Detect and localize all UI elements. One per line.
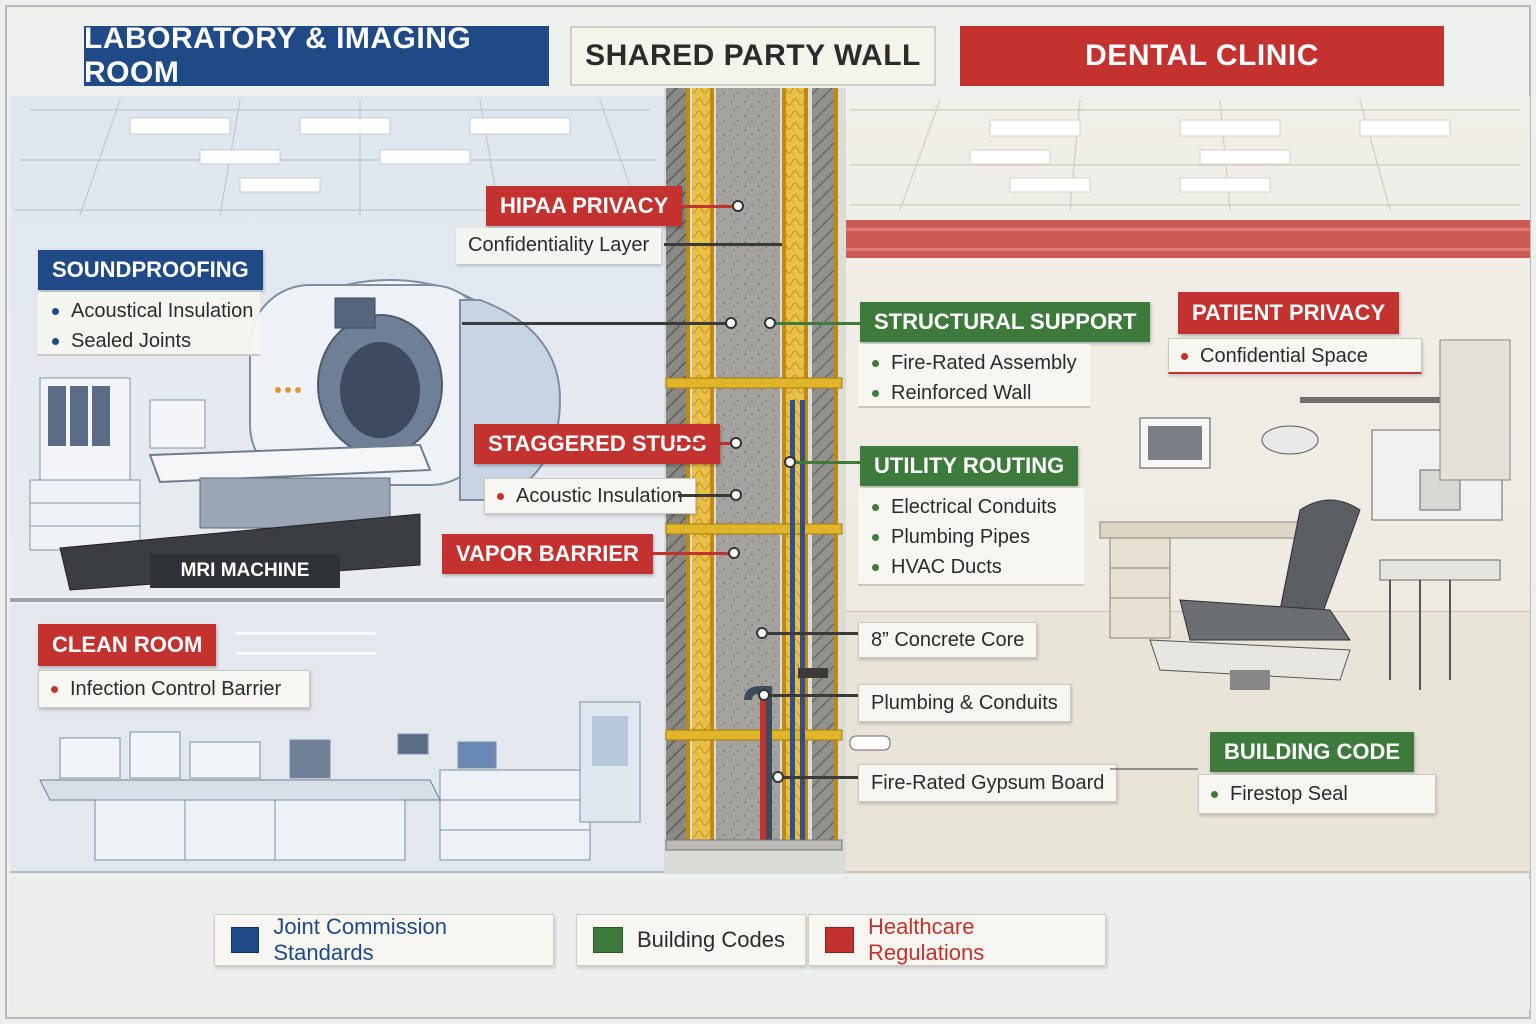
- utility-item: Electrical Conduits: [872, 492, 1070, 522]
- legend-label: Building Codes: [637, 927, 785, 952]
- plumbing-leader-line: [770, 694, 858, 697]
- concrete-core-note: 8” Concrete Core: [858, 622, 1038, 658]
- soundproofing-list: Acoustical Insulation Sealed Joints: [38, 292, 260, 356]
- bullet-icon: [51, 686, 58, 694]
- structural-leader-line: [776, 322, 860, 325]
- infection-control-note: Infection Control Barrier: [38, 670, 310, 708]
- hipaa-pin: [732, 200, 744, 212]
- header-shared-party-wall: SHARED PARTY WALL: [570, 26, 936, 86]
- legend-swatch-green: [593, 927, 623, 953]
- plumbing-pin: [758, 689, 770, 701]
- bullet-icon: [872, 360, 879, 368]
- legend-building-codes: Building Codes: [576, 914, 806, 966]
- clean-room-tag: CLEAN ROOM: [38, 624, 217, 666]
- hvac-ducts-label: HVAC Ducts: [891, 556, 1002, 578]
- bullet-icon: [872, 390, 879, 398]
- bullet-icon: [52, 338, 59, 346]
- utility-routing-list: Electrical Conduits Plumbing Pipes HVAC …: [858, 488, 1084, 586]
- bullet-icon: [497, 493, 504, 501]
- legend-label: Joint Commission Standards: [273, 914, 447, 965]
- soundproofing-item: Sealed Joints: [52, 326, 246, 356]
- utility-leader-line: [796, 461, 860, 464]
- vapor-barrier-tag: VAPOR BARRIER: [442, 534, 653, 574]
- confidentiality-layer-note: Confidentiality Layer: [456, 228, 662, 264]
- reinforced-wall-label: Reinforced Wall: [891, 382, 1032, 404]
- soundproofing-leader-line: [462, 322, 730, 325]
- bullet-icon: [1211, 791, 1218, 799]
- acoustical-insulation-label: Acoustical Insulation: [71, 300, 254, 322]
- bullet-icon: [52, 308, 59, 316]
- utility-item: Plumbing Pipes: [872, 522, 1070, 552]
- legend-healthcare-regulations: Healthcare Regulations: [808, 914, 1106, 966]
- concrete-pin: [756, 627, 768, 639]
- utility-item: HVAC Ducts: [872, 552, 1070, 582]
- infection-control-label: Infection Control Barrier: [70, 678, 282, 700]
- legend-label: Healthcare Regulations: [868, 914, 985, 965]
- legend-swatch-red: [825, 927, 855, 953]
- clean-room-rule-line: [236, 632, 376, 635]
- mri-machine-label: MRI MACHINE: [180, 560, 310, 581]
- hipaa-leader-line: [676, 205, 732, 208]
- legend-joint-commission: Joint Commission Standards: [214, 914, 554, 966]
- soundproofing-tag: SOUNDPROOFING: [38, 250, 263, 290]
- concrete-leader-line: [768, 632, 860, 635]
- bullet-icon: [872, 564, 879, 572]
- bullet-icon: [872, 504, 879, 512]
- building-code-tag: BUILDING CODE: [1210, 732, 1414, 772]
- bullet-icon: [872, 534, 879, 542]
- plumbing-conduits-note: Plumbing & Conduits: [858, 684, 1071, 722]
- acoustic-leader-line: [678, 494, 732, 497]
- sealed-joints-label: Sealed Joints: [71, 330, 192, 352]
- header-laboratory-imaging-room: LABORATORY & IMAGING ROOM: [84, 22, 549, 89]
- patient-privacy-tag: PATIENT PRIVACY: [1178, 292, 1400, 334]
- firestop-seal-note: Firestop Seal: [1198, 774, 1436, 814]
- electrical-conduits-label: Electrical Conduits: [891, 496, 1057, 518]
- confidentiality-leader-line: [664, 243, 782, 246]
- utility-pin: [784, 456, 796, 468]
- hipaa-privacy-tag: HIPAA PRIVACY: [486, 186, 683, 226]
- acoustic-pin: [730, 489, 742, 501]
- clean-room-rule-line: [236, 652, 376, 655]
- confidential-space-label: Confidential Space: [1200, 345, 1368, 367]
- vapor-leader-line: [644, 552, 730, 555]
- structural-item: Reinforced Wall: [872, 378, 1076, 408]
- vapor-pin: [728, 547, 740, 559]
- legend-swatch-blue: [231, 927, 260, 953]
- plumbing-pipes-label: Plumbing Pipes: [891, 526, 1030, 548]
- confidential-space-note: Confidential Space: [1168, 338, 1422, 374]
- gypsum-pin: [772, 771, 784, 783]
- building-code-leader-line: [1110, 768, 1198, 770]
- structural-support-tag: STRUCTURAL SUPPORT: [860, 302, 1151, 342]
- bullet-icon: [1181, 353, 1188, 361]
- utility-routing-tag: UTILITY ROUTING: [860, 446, 1079, 486]
- acoustic-insulation-label: Acoustic Insulation: [516, 485, 683, 507]
- fire-rated-assembly-label: Fire-Rated Assembly: [891, 352, 1077, 374]
- structural-item: Fire-Rated Assembly: [872, 348, 1077, 378]
- soundproofing-pin: [725, 317, 737, 329]
- gypsum-leader-line: [784, 776, 858, 779]
- soundproofing-item: Acoustical Insulation: [52, 296, 253, 326]
- staggered-leader-line: [674, 442, 730, 445]
- staggered-studs-tag: STAGGERED STUDS: [474, 424, 721, 464]
- fire-rated-gypsum-note: Fire-Rated Gypsum Board: [858, 764, 1118, 802]
- staggered-pin: [730, 437, 742, 449]
- structural-support-list: Fire-Rated Assembly Reinforced Wall: [858, 344, 1090, 408]
- acoustic-insulation-note: Acoustic Insulation: [484, 478, 696, 514]
- header-dental-clinic: DENTAL CLINIC: [960, 26, 1444, 86]
- structural-pin: [764, 317, 776, 329]
- firestop-seal-label: Firestop Seal: [1230, 783, 1348, 805]
